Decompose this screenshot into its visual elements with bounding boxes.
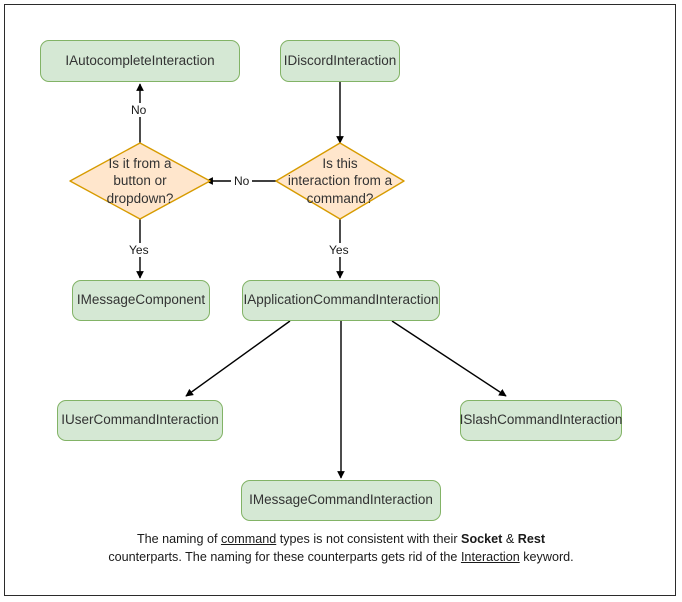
footnote-underline-command: command bbox=[220, 532, 277, 546]
footnote-underline-interaction: Interaction bbox=[460, 549, 520, 564]
footnote-part2: types is not consistent with their bbox=[276, 532, 462, 546]
node-user-command-interaction[interactable]: IUserCommandInteraction bbox=[57, 400, 223, 441]
node-slash-command-interaction[interactable]: ISlashCommandInteraction bbox=[460, 400, 622, 441]
node-user-command-interaction-label: IUserCommandInteraction bbox=[61, 412, 219, 428]
decision-button-shape bbox=[69, 142, 211, 220]
edge-label-yes-right: Yes bbox=[326, 243, 352, 257]
node-application-command-interaction-label: IApplicationCommandInteraction bbox=[243, 292, 439, 308]
node-decision-command-label: Is this interaction from a command? bbox=[287, 156, 393, 206]
node-message-command-interaction[interactable]: IMessageCommandInteraction bbox=[241, 480, 441, 521]
edge-label-yes-left: Yes bbox=[126, 243, 152, 257]
node-message-command-interaction-label: IMessageCommandInteraction bbox=[249, 492, 433, 508]
node-message-component[interactable]: IMessageComponent bbox=[72, 280, 210, 321]
node-autocomplete-interaction[interactable]: IAutocompleteInteraction bbox=[40, 40, 240, 82]
footnote-bold-socket: Socket bbox=[461, 532, 503, 546]
edge-appcommand-to-usercommand bbox=[185, 320, 291, 397]
footnote-caption: The naming of command types is not consi… bbox=[106, 531, 576, 567]
footnote-part3: & bbox=[502, 532, 518, 546]
node-decision-button-or-dropdown[interactable]: Is it from a button or dropdown? bbox=[69, 142, 211, 220]
edge-label-yes-left-text: Yes bbox=[129, 243, 149, 257]
edge-label-no-across: No bbox=[231, 174, 253, 188]
node-discord-interaction[interactable]: IDiscordInteraction bbox=[280, 40, 400, 82]
footnote-part1: The naming of bbox=[136, 532, 221, 546]
node-decision-from-command[interactable]: Is this interaction from a command? bbox=[275, 142, 405, 220]
edge-label-yes-right-text: Yes bbox=[329, 243, 349, 257]
node-discord-interaction-label: IDiscordInteraction bbox=[283, 52, 397, 68]
node-decision-button-label: Is it from a button or dropdown? bbox=[106, 156, 174, 206]
node-message-component-label: IMessageComponent bbox=[76, 292, 206, 308]
edge-label-no-up-text: No bbox=[131, 103, 147, 117]
footnote-part4: counterparts. The naming for these count… bbox=[108, 549, 461, 564]
node-autocomplete-interaction-label: IAutocompleteInteraction bbox=[65, 52, 215, 68]
node-slash-command-interaction-label: ISlashCommandInteraction bbox=[459, 412, 623, 428]
footnote-part5: keyword. bbox=[519, 549, 574, 564]
edge-appcommand-to-slashcommand bbox=[391, 320, 507, 397]
footnote-bold-rest: Rest bbox=[517, 532, 546, 546]
node-application-command-interaction[interactable]: IApplicationCommandInteraction bbox=[242, 280, 440, 321]
edge-label-no-across-text: No bbox=[234, 174, 250, 188]
decision-command-shape bbox=[275, 142, 405, 220]
edge-label-no-up: No bbox=[128, 103, 150, 117]
